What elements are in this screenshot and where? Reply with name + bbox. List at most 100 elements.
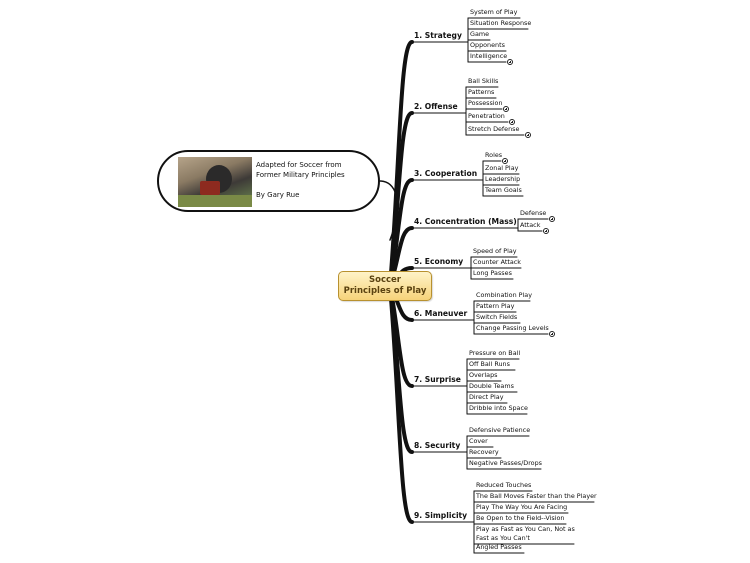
item-text: Stretch Defense bbox=[468, 125, 520, 133]
branch-6-item[interactable]: Combination Play bbox=[476, 291, 532, 300]
branch-3-item[interactable]: Team Goals bbox=[485, 186, 522, 195]
branch-1-item[interactable]: System of Play bbox=[470, 8, 517, 17]
gorilla-photo-icon bbox=[178, 157, 252, 207]
expand-plus-icon[interactable] bbox=[549, 216, 555, 222]
branch-topic-5[interactable]: 5. Economy bbox=[414, 257, 464, 266]
branch-3-item[interactable]: Roles bbox=[485, 151, 502, 160]
branch-2-item[interactable]: Patterns bbox=[468, 88, 494, 97]
branch-5-item[interactable]: Long Passes bbox=[473, 269, 512, 278]
item-text: The Ball Moves Faster than the Player bbox=[476, 492, 597, 500]
branch-7-item[interactable]: Double Teams bbox=[469, 382, 514, 391]
branch-9-item[interactable]: The Ball Moves Faster than the Player bbox=[476, 492, 597, 501]
branch-topic-6[interactable]: 6. Maneuver bbox=[414, 309, 468, 318]
branch-9-item[interactable]: Reduced Touches bbox=[476, 481, 531, 490]
branch-5-item[interactable]: Speed of Play bbox=[473, 247, 517, 256]
branch-8-item[interactable]: Negative Passes/Drops bbox=[469, 459, 542, 468]
expand-plus-icon[interactable] bbox=[507, 59, 513, 65]
item-text: Cover bbox=[469, 437, 488, 445]
branch-9-item[interactable]: Angled Passes bbox=[476, 543, 522, 552]
branch-3-item[interactable]: Leadership bbox=[485, 175, 520, 184]
item-text: Patterns bbox=[468, 88, 495, 96]
expand-plus-icon[interactable] bbox=[525, 132, 531, 138]
callout-author: By Gary Rue bbox=[256, 191, 300, 199]
callout-line-1: Adapted for Soccer from bbox=[256, 161, 342, 169]
callout-line-2: Former Military Principles bbox=[256, 171, 345, 179]
branch-topic-7[interactable]: 7. Surprise bbox=[414, 375, 461, 384]
branch-3-item[interactable]: Zonal Play bbox=[485, 164, 518, 173]
item-text: Angled Passes bbox=[476, 543, 522, 551]
branch-4-item[interactable]: Defense bbox=[520, 209, 546, 218]
branch-curve bbox=[388, 284, 414, 524]
item-text: Pressure on Ball bbox=[469, 349, 521, 357]
item-text: Speed of Play bbox=[473, 247, 517, 255]
item-text: Change Passing Levels bbox=[476, 324, 549, 332]
branch-topic-9[interactable]: 9. Simplicity bbox=[414, 511, 468, 520]
expand-plus-icon[interactable] bbox=[502, 158, 508, 164]
branch-7-item[interactable]: Dribble into Space bbox=[469, 404, 528, 413]
branch-1-item[interactable]: Opponents bbox=[470, 41, 505, 50]
item-text: Counter Attack bbox=[473, 258, 521, 266]
item-text: Attack bbox=[520, 221, 541, 229]
branch-1-item[interactable]: Situation Response bbox=[470, 19, 531, 28]
branch-8-item[interactable]: Recovery bbox=[469, 448, 499, 457]
item-text: Ball Skills bbox=[468, 77, 499, 85]
item-text: System of Play bbox=[470, 8, 518, 16]
branch-7-item[interactable]: Direct Play bbox=[469, 393, 504, 402]
item-text: Penetration bbox=[468, 112, 505, 120]
branch-5-item[interactable]: Counter Attack bbox=[473, 258, 521, 267]
branch-1-item[interactable]: Game bbox=[470, 30, 489, 39]
item-text: Negative Passes/Drops bbox=[469, 459, 542, 467]
branch-9-item[interactable]: Be Open to the Field--Vision bbox=[476, 514, 564, 523]
item-text: Intelligence bbox=[470, 52, 508, 60]
item-text: Reduced Touches bbox=[476, 481, 532, 489]
item-text: Long Passes bbox=[473, 269, 512, 277]
branch-6-item[interactable]: Pattern Play bbox=[476, 302, 514, 311]
item-text: Leadership bbox=[485, 175, 521, 183]
item-text: Possession bbox=[468, 99, 503, 107]
item-text: Double Teams bbox=[469, 382, 514, 390]
central-topic[interactable]: Soccer Principles of Play bbox=[338, 271, 432, 301]
branch-6-item[interactable]: Switch Fields bbox=[476, 313, 517, 322]
branch-4-item[interactable]: Attack bbox=[520, 221, 540, 230]
item-text: Direct Play bbox=[469, 393, 504, 401]
item-text: Recovery bbox=[469, 448, 499, 456]
item-text: Off Ball Runs bbox=[469, 360, 510, 368]
branch-7-item[interactable]: Pressure on Ball bbox=[469, 349, 520, 358]
item-text: Defensive Patience bbox=[469, 426, 531, 434]
branch-topic-8[interactable]: 8. Security bbox=[414, 441, 461, 450]
branch-6-item[interactable]: Change Passing Levels bbox=[476, 324, 549, 333]
item-text: Roles bbox=[485, 151, 503, 159]
central-topic-line-1: Soccer bbox=[369, 275, 401, 285]
branch-2-item[interactable]: Possession bbox=[468, 99, 503, 108]
branch-topic-2[interactable]: 2. Offense bbox=[414, 102, 458, 111]
branch-7-item[interactable]: Overlaps bbox=[469, 371, 497, 380]
branch-1-item[interactable]: Intelligence bbox=[470, 52, 507, 61]
branch-2-item[interactable]: Penetration bbox=[468, 112, 505, 121]
branch-topic-1[interactable]: 1. Strategy bbox=[414, 31, 462, 40]
item-text: Opponents bbox=[470, 41, 505, 49]
item-text: Zonal Play bbox=[485, 164, 519, 172]
branch-7-item[interactable]: Off Ball Runs bbox=[469, 360, 510, 369]
expand-plus-icon[interactable] bbox=[509, 119, 515, 125]
expand-plus-icon[interactable] bbox=[549, 331, 555, 337]
branch-8-item[interactable]: Defensive Patience bbox=[469, 426, 530, 435]
item-text: Situation Response bbox=[470, 19, 532, 27]
item-text: Combination Play bbox=[476, 291, 532, 299]
branch-topic-4[interactable]: 4. Concentration (Mass) bbox=[414, 217, 517, 226]
item-text: Team Goals bbox=[485, 186, 522, 194]
expand-plus-icon[interactable] bbox=[543, 228, 549, 234]
branch-2-item[interactable]: Ball Skills bbox=[468, 77, 498, 86]
expand-plus-icon[interactable] bbox=[503, 106, 509, 112]
item-text: Overlaps bbox=[469, 371, 498, 379]
item-text: Defense bbox=[520, 209, 547, 217]
branch-2-item[interactable]: Stretch Defense bbox=[468, 125, 519, 134]
branch-8-item[interactable]: Cover bbox=[469, 437, 488, 446]
item-text-continued: Fast as You Can't bbox=[476, 534, 530, 542]
item-text: Dribble into Space bbox=[469, 404, 528, 412]
branch-9-item[interactable]: Play The Way You Are Facing bbox=[476, 503, 567, 512]
branch-topic-3[interactable]: 3. Cooperation bbox=[414, 169, 478, 178]
item-text: Pattern Play bbox=[476, 302, 515, 310]
